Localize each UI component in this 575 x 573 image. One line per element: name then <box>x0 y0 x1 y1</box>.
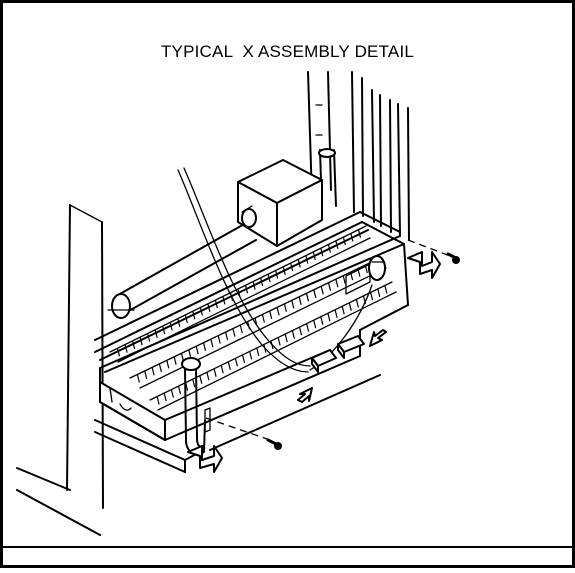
screw-right <box>407 239 460 264</box>
disconnect-arrow-right-icon <box>369 329 387 347</box>
disconnect-arrow-left-icon <box>297 387 313 403</box>
screw-left <box>205 417 282 450</box>
right-pilot-tube <box>368 255 386 281</box>
break-symbol-right-icon <box>407 251 441 279</box>
break-symbol-left-icon <box>187 445 223 473</box>
right-cabinet-wall <box>307 71 410 241</box>
burner-port-ticks <box>116 229 388 405</box>
left-cabinet-panel <box>16 204 104 536</box>
control-valve-box <box>237 159 323 247</box>
connector-left <box>311 349 337 373</box>
rear-manifold-pipe <box>107 221 257 319</box>
diagram-title: TYPICAL X ASSEMBLY DETAIL <box>160 42 415 61</box>
burner-tray <box>94 211 409 473</box>
connector-right <box>337 335 365 359</box>
